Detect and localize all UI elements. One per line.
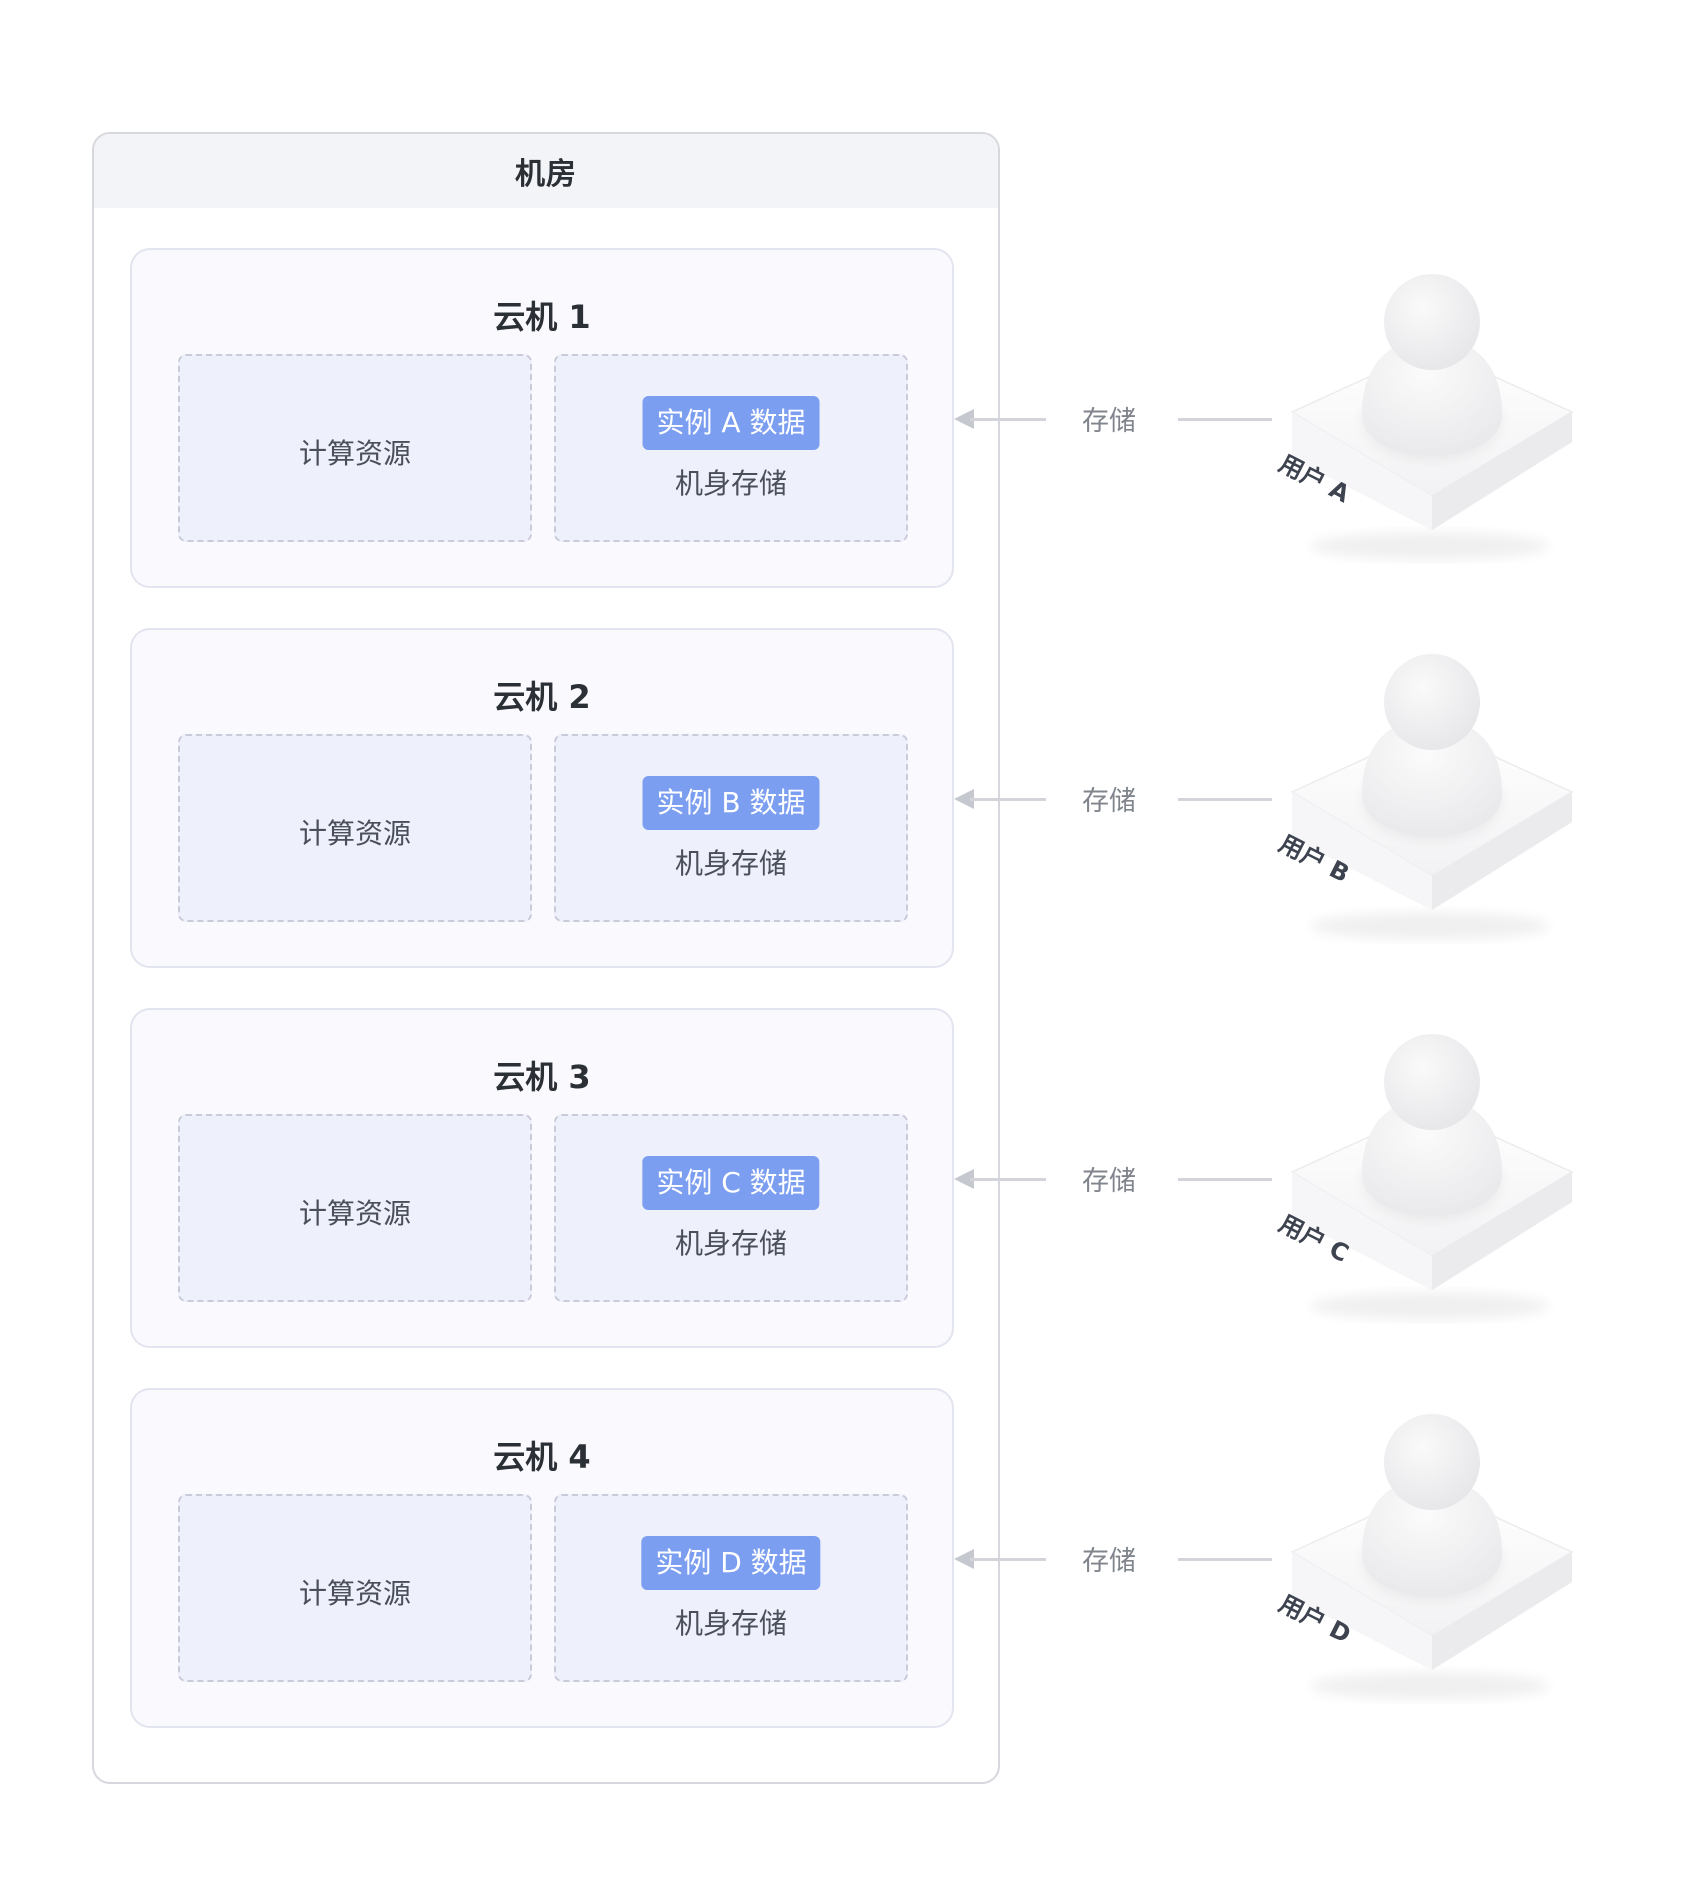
instance-data-badge: 实例 B 数据 bbox=[642, 776, 820, 830]
connector-line bbox=[970, 798, 1046, 801]
connection-label: 存储 bbox=[1082, 1166, 1136, 1197]
cloud-machine-2: 云机 2 计算资源 实例 B 数据 机身存储 bbox=[130, 628, 954, 968]
cloud-machine-title: 云机 1 bbox=[493, 298, 591, 336]
room-header: 机房 bbox=[94, 134, 998, 208]
compute-resource-label: 计算资源 bbox=[298, 817, 411, 850]
local-storage-panel: 实例 B 数据 机身存储 bbox=[554, 734, 908, 922]
arrow-head-icon bbox=[954, 789, 974, 809]
compute-resource-label: 计算资源 bbox=[298, 1577, 411, 1610]
instance-data-badge: 实例 D 数据 bbox=[641, 1536, 821, 1590]
arrow-head-icon bbox=[954, 409, 974, 429]
compute-resource-panel: 计算资源 bbox=[178, 354, 532, 542]
local-storage-label: 机身存储 bbox=[674, 467, 787, 500]
user-avatar-icon bbox=[1290, 654, 1574, 940]
local-storage-panel: 实例 A 数据 机身存储 bbox=[554, 354, 908, 542]
cloud-machine-title: 云机 4 bbox=[493, 1438, 591, 1476]
arrow-head-icon bbox=[954, 1549, 974, 1569]
connection-label: 存储 bbox=[1082, 786, 1136, 817]
connection-label: 存储 bbox=[1082, 1546, 1136, 1577]
connector-line bbox=[970, 1558, 1046, 1561]
connection-label: 存储 bbox=[1082, 406, 1136, 437]
local-storage-label: 机身存储 bbox=[674, 1227, 787, 1260]
user-avatar-icon bbox=[1290, 274, 1574, 560]
local-storage-panel: 实例 C 数据 机身存储 bbox=[554, 1114, 908, 1302]
cloud-machine-title: 云机 2 bbox=[493, 678, 591, 716]
connector-line bbox=[970, 1178, 1046, 1181]
compute-resource-label: 计算资源 bbox=[298, 1197, 411, 1230]
arrow-head-icon bbox=[954, 1169, 974, 1189]
room-title: 机房 bbox=[515, 157, 577, 192]
compute-resource-panel: 计算资源 bbox=[178, 734, 532, 922]
instance-data-badge: 实例 C 数据 bbox=[642, 1156, 820, 1210]
compute-resource-label: 计算资源 bbox=[298, 437, 411, 470]
local-storage-label: 机身存储 bbox=[674, 847, 787, 880]
user-avatar-icon bbox=[1290, 1414, 1574, 1700]
user-c-figure: 用户 C bbox=[1275, 1024, 1578, 1324]
connector-line bbox=[1178, 798, 1272, 801]
user-b-figure: 用户 B bbox=[1275, 644, 1578, 944]
cloud-machine-1: 云机 1 计算资源 实例 A 数据 机身存储 bbox=[130, 248, 954, 588]
compute-resource-panel: 计算资源 bbox=[178, 1114, 532, 1302]
user-d-figure: 用户 D bbox=[1275, 1404, 1578, 1704]
connector-line bbox=[1178, 1558, 1272, 1561]
user-avatar-icon bbox=[1290, 1034, 1574, 1320]
local-storage-panel: 实例 D 数据 机身存储 bbox=[554, 1494, 908, 1682]
instance-data-badge: 实例 A 数据 bbox=[642, 396, 820, 450]
user-a-figure: 用户 A bbox=[1275, 264, 1578, 564]
connector-line bbox=[1178, 1178, 1272, 1181]
cloud-machine-title: 云机 3 bbox=[493, 1058, 591, 1096]
cloud-machine-3: 云机 3 计算资源 实例 C 数据 机身存储 bbox=[130, 1008, 954, 1348]
data-center-room: 机房 云机 1 计算资源 实例 A 数据 机身存储 云机 2 计算资源 实例 B… bbox=[92, 132, 1000, 1784]
connector-line bbox=[1178, 418, 1272, 421]
connector-line bbox=[970, 418, 1046, 421]
local-storage-label: 机身存储 bbox=[674, 1607, 787, 1640]
cloud-machine-4: 云机 4 计算资源 实例 D 数据 机身存储 bbox=[130, 1388, 954, 1728]
compute-resource-panel: 计算资源 bbox=[178, 1494, 532, 1682]
